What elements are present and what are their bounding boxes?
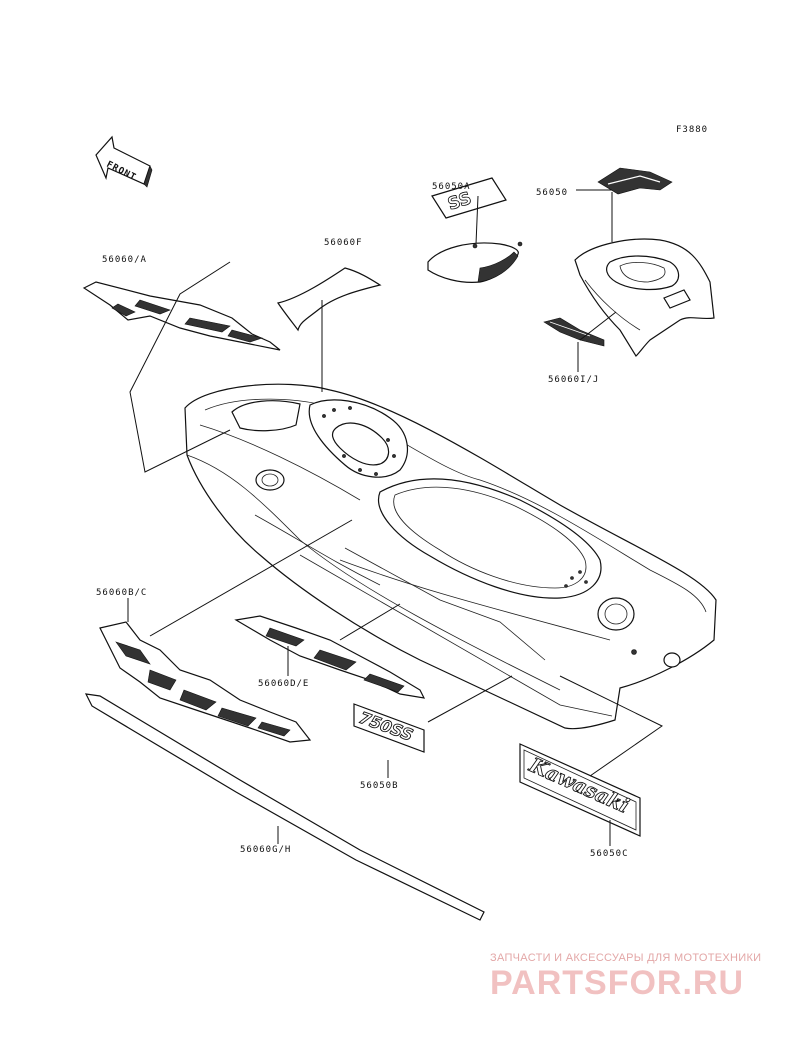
callout-56060f: 56060F <box>324 238 363 248</box>
front-arrow-icon: FRONT <box>95 135 153 188</box>
callout-56060ij: 56060I/J <box>548 375 599 385</box>
callout-56060bc: 56060B/C <box>96 588 147 598</box>
watermark-logo: PARTSFOR.RU <box>490 964 745 1002</box>
hatch-cover <box>427 241 523 283</box>
decal-56060-b-c <box>99 621 312 743</box>
leader-line <box>475 195 479 245</box>
callout-56060de: 56060D/E <box>258 679 309 689</box>
jet-ski-hull <box>184 383 717 730</box>
leader-line <box>579 311 617 341</box>
decal-56050-b: 750SS <box>353 703 425 753</box>
rear-cowl <box>574 238 715 357</box>
callout-56050: 56050 <box>536 188 568 198</box>
figure-code: F3880 <box>676 125 708 135</box>
decal-56060-i-j <box>543 317 605 347</box>
callout-56060a: 56060/A <box>102 255 147 265</box>
decal-56060-a <box>82 281 281 351</box>
decal-56050 <box>597 167 673 195</box>
ss-decal-text: SS <box>445 188 474 214</box>
watermark-tagline: ЗАПЧАСТИ И АКСЕССУАРЫ ДЛЯ МОТОТЕХНИКИ <box>490 952 762 964</box>
model-750ss-text: 750SS <box>357 708 416 745</box>
callout-56060gh: 56060G/H <box>240 845 291 855</box>
leader-line <box>427 675 513 723</box>
leader-line <box>339 603 401 641</box>
decal-56050-c: Kawasaki <box>519 743 641 837</box>
callout-56050c: 56050C <box>590 849 629 859</box>
decal-56060-d-e <box>234 615 426 699</box>
leader-line <box>129 261 231 473</box>
callout-56050b: 56050B <box>360 781 399 791</box>
leader-line <box>149 519 353 637</box>
leader-line <box>559 675 663 777</box>
decal-56050-a: SS <box>431 177 507 219</box>
decal-56060-f <box>277 267 382 332</box>
callout-56050a: 56050A <box>432 182 471 192</box>
decal-56060-g-h <box>84 693 485 921</box>
